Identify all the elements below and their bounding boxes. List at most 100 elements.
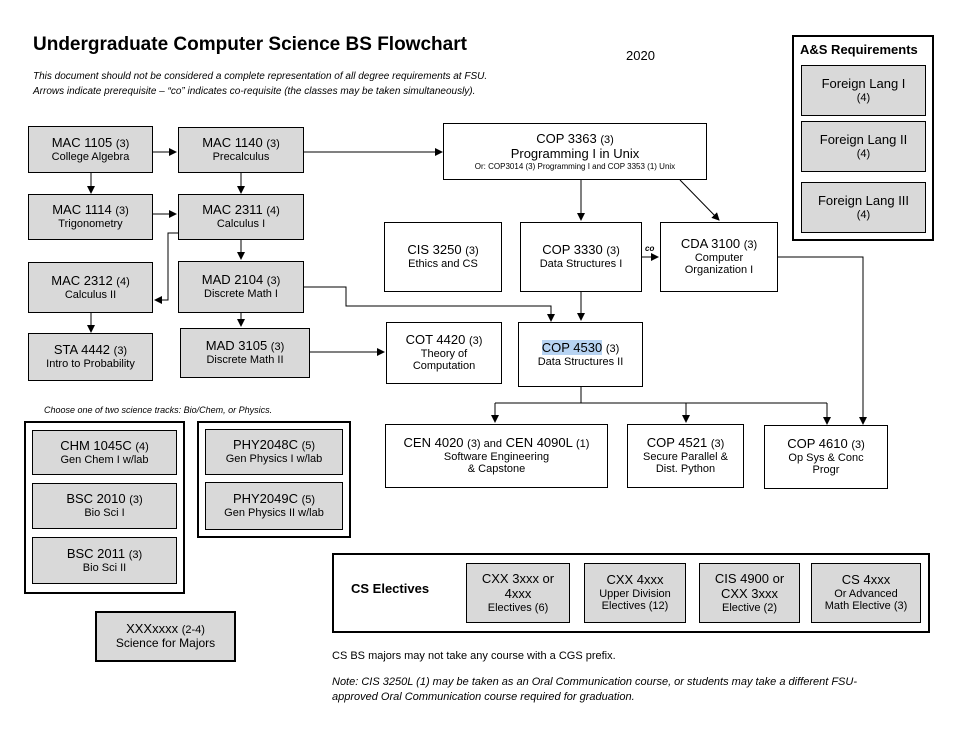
course-credits: (3)	[113, 345, 128, 358]
course-credits: (3)	[266, 138, 280, 151]
course-name-line2: Progr	[812, 464, 840, 477]
course-code: MAC 2311	[202, 202, 263, 218]
course-cis3250[interactable]: CIS 3250 (3) Ethics and CS	[384, 222, 502, 292]
course-name: Programming I in Unix	[510, 145, 640, 161]
course-credits: (4)	[266, 205, 280, 218]
course-name: Foreign Lang II	[819, 131, 908, 147]
course-sta4442[interactable]: STA 4442 (3) Intro to Probability	[28, 333, 153, 381]
course-credits: (5)	[301, 494, 316, 507]
elective-cxx-4xxx[interactable]: CXX 4xxx Upper Division Electives (12)	[584, 563, 686, 623]
arrow-mac2311-mac2312	[154, 232, 178, 304]
course-chm1045c[interactable]: CHM 1045C (4) Gen Chem I w/lab	[32, 430, 177, 475]
course-code: MAC 1105	[51, 134, 113, 150]
arrow-legend-note: Arrows indicate prerequisite – “co” indi…	[33, 86, 476, 97]
elective-line1: CXX 3xxx or	[481, 570, 555, 586]
course-foreign-lang-2[interactable]: Foreign Lang II (4)	[801, 121, 926, 172]
course-code: MAC 1140	[202, 135, 263, 151]
course-credits: (4)	[135, 440, 149, 453]
course-code: BSC 2011	[66, 545, 126, 561]
elective-line3: Elective (2)	[721, 601, 778, 614]
course-cot4420[interactable]: COT 4420 (3) Theory of Computation	[386, 322, 502, 384]
course-foreign-lang-1[interactable]: Foreign Lang I (4)	[801, 65, 926, 116]
science-track-instruction: Choose one of two science tracks: Bio/Ch…	[44, 405, 273, 415]
course-phy2048c[interactable]: PHY2048C (5) Gen Physics I w/lab	[205, 429, 343, 475]
course-cop4610[interactable]: COP 4610 (3) Op Sys & Conc Progr	[764, 425, 888, 489]
course-mac1140[interactable]: MAC 1140 (3) Precalculus	[178, 127, 304, 173]
course-mac2312[interactable]: MAC 2312 (4) Calculus II	[28, 262, 153, 313]
course-phy2049c[interactable]: PHY2049C (5) Gen Physics II w/lab	[205, 482, 343, 530]
course-name-line2: & Capstone	[467, 463, 526, 476]
elective-line2: Or Advanced	[834, 587, 898, 600]
course-credits: (5)	[301, 440, 316, 453]
course-credits: (3)	[606, 245, 620, 258]
course-credits: (3)	[115, 205, 129, 218]
course-mac1105[interactable]: MAC 1105 (3) College Algebra	[28, 126, 153, 173]
arrow-mad2104-cop4530	[304, 286, 555, 322]
elective-line3: Electives (12)	[601, 600, 669, 613]
course-code: MAC 2312	[51, 272, 113, 288]
disclaimer-note: This document should not be considered a…	[33, 71, 488, 82]
course-code: MAD 3105	[205, 338, 268, 354]
course-name: Ethics and CS	[408, 258, 478, 271]
year-label: 2020	[626, 48, 655, 63]
elective-line1: CXX 4xxx	[606, 571, 664, 587]
course-credits: (3)	[600, 133, 614, 146]
course-code: COP 3330	[542, 242, 603, 258]
course-mad2104[interactable]: MAD 2104 (3) Discrete Math I	[178, 261, 304, 313]
course-name: College Algebra	[51, 150, 130, 163]
course-code: CHM 1045C	[60, 437, 132, 453]
elective-cs-4xxx[interactable]: CS 4xxx Or Advanced Math Elective (3)	[811, 563, 921, 623]
elective-line2: 4xxx	[504, 585, 532, 601]
as-requirements-title: A&S Requirements	[800, 42, 918, 57]
course-foreign-lang-3[interactable]: Foreign Lang III (4)	[801, 182, 926, 233]
course-credits: (4)	[856, 91, 871, 104]
course-cop3330[interactable]: COP 3330 (3) Data Structures I	[520, 222, 642, 292]
course-code: MAC 1114	[52, 202, 112, 218]
course-name: Data Structures I	[539, 258, 623, 271]
course-cda3100[interactable]: CDA 3100 (3) Computer Organization I	[660, 222, 778, 292]
course-bsc2010[interactable]: BSC 2010 (3) Bio Sci I	[32, 483, 177, 529]
course-name: Bio Sci I	[84, 507, 125, 520]
course-cen4020-cen4090l[interactable]: CEN 4020 (3) and CEN 4090L (1) Software …	[385, 424, 608, 488]
corequisite-label: co	[645, 244, 655, 253]
course-code: MAD 2104	[201, 272, 264, 288]
course-credits: (3)	[465, 245, 479, 258]
course-name: Trigonometry	[58, 218, 123, 231]
course-name-line1: Secure Parallel &	[643, 450, 728, 463]
course-credits: (3)	[743, 238, 758, 251]
course-code: COP 4610	[787, 435, 848, 451]
physics-track-panel	[197, 421, 351, 538]
course-mac2311[interactable]: MAC 2311 (4) Calculus I	[178, 194, 304, 240]
course-mac1114[interactable]: MAC 1114 (3) Trigonometry	[28, 194, 153, 240]
elective-line2: Upper Division	[599, 587, 671, 600]
course-name: Gen Physics II w/lab	[224, 507, 324, 520]
course-cop4521[interactable]: COP 4521 (3) Secure Parallel & Dist. Pyt…	[627, 424, 744, 488]
course-cop4530[interactable]: COP 4530 (3) Data Structures II	[518, 322, 643, 387]
course-name: Science for Majors	[115, 636, 216, 651]
course-bsc2011[interactable]: BSC 2011 (3) Bio Sci II	[32, 537, 177, 584]
course-name-line1: Op Sys & Conc	[788, 451, 864, 464]
elective-line1: CS 4xxx	[841, 571, 891, 587]
oral-communication-note-line1: Note: CIS 3250L (1) may be taken as an O…	[332, 676, 857, 688]
elective-cxx-3xxx-4xxx[interactable]: CXX 3xxx or 4xxx Electives (6)	[466, 563, 570, 623]
course-name: Data Structures II	[537, 355, 624, 368]
course-credits: (3)	[851, 438, 865, 451]
course-code: COP 3363	[536, 130, 597, 146]
cgs-prefix-note: CS BS majors may not take any course wit…	[332, 650, 616, 662]
course-mad3105[interactable]: MAD 3105 (3) Discrete Math II	[180, 328, 310, 378]
page-title: Undergraduate Computer Science BS Flowch…	[33, 34, 467, 55]
course-code: BSC 2010	[66, 491, 126, 507]
course-alternative: Or: COP3014 (3) Programming I and COP 33…	[474, 161, 676, 171]
course-credits: (3)	[270, 341, 285, 354]
course-credits-2: (1)	[576, 437, 590, 450]
course-cop3363[interactable]: COP 3363 (3) Programming I in Unix Or: C…	[443, 123, 707, 180]
course-credits: (3)	[710, 437, 725, 450]
course-credits: (4)	[116, 275, 130, 288]
cs-electives-title: CS Electives	[351, 581, 430, 596]
elective-cis4900[interactable]: CIS 4900 or CXX 3xxx Elective (2)	[699, 563, 800, 623]
course-code: COP 4521	[646, 434, 708, 450]
course-science-for-majors[interactable]: XXXxxxx (2-4) Science for Majors	[95, 611, 236, 662]
course-credits: (3)	[115, 137, 130, 150]
course-name-line2: Dist. Python	[655, 463, 716, 476]
course-name: Discrete Math I	[204, 288, 278, 301]
